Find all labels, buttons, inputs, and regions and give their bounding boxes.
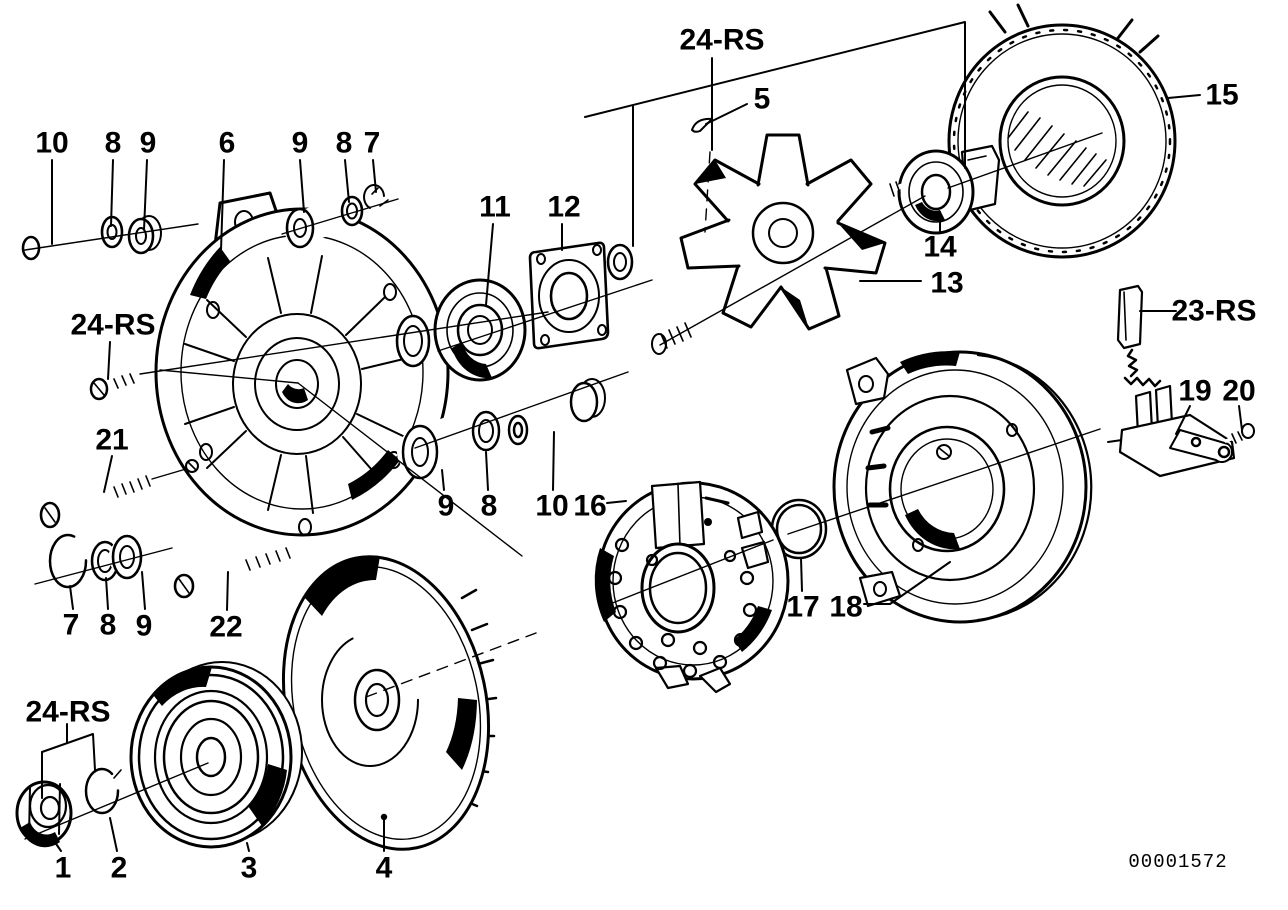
part-13-rotor xyxy=(651,133,905,355)
callout-6: 6 xyxy=(219,127,236,160)
callout-16-leader xyxy=(606,500,627,504)
leader-lines xyxy=(41,21,1243,852)
part-23rs-brush xyxy=(1116,284,1162,388)
callout-3: 3 xyxy=(241,852,258,885)
callout-5: 5 xyxy=(754,83,771,116)
part-14-bearing xyxy=(897,149,975,235)
callout-8-top-right-leader xyxy=(344,159,350,203)
part-6-front-housing xyxy=(154,191,450,537)
callout-19: 19 xyxy=(1178,375,1211,408)
part-10-sleeve-mid xyxy=(507,378,606,446)
part-9-bushing-bottom xyxy=(108,526,173,580)
callout-10-mid-leader xyxy=(552,431,555,491)
part-15-stator xyxy=(947,3,1177,259)
part-washer-ring-a xyxy=(395,314,431,368)
callout-9-bottom-leader xyxy=(141,571,146,610)
callout-4-dot xyxy=(380,813,388,821)
callout-19-leader xyxy=(1175,405,1191,435)
callout-9-top-right: 9 xyxy=(292,127,309,160)
part-16-end-shield xyxy=(594,480,790,694)
callout-9-top-left-leader xyxy=(143,159,148,231)
callout-24rs-bottom-leader xyxy=(41,733,96,771)
callout-10-mid: 10 xyxy=(535,490,568,523)
callout-20-leader xyxy=(1238,405,1243,431)
part-10-bolt xyxy=(21,228,106,261)
callout-9-top-left: 9 xyxy=(140,127,157,160)
callout-21: 21 xyxy=(95,424,128,457)
part-24rs-screw-mid xyxy=(89,373,141,401)
callout-8-top-left: 8 xyxy=(105,127,122,160)
document-number: 00001572 xyxy=(1128,851,1227,873)
callout-8-mid: 8 xyxy=(481,490,498,523)
callout-8-top-left-leader xyxy=(110,159,114,227)
callout-8-bottom-leader xyxy=(105,577,109,610)
part-12-retainer-plate xyxy=(528,241,610,350)
part-2-lockwasher xyxy=(84,767,122,815)
part-3-pulley xyxy=(129,661,303,849)
callout-6-leader xyxy=(220,159,225,251)
part-24rs-spacer xyxy=(605,238,655,281)
callout-24rs-top-leader xyxy=(584,21,966,169)
part-11-bearing xyxy=(433,278,527,382)
callout-7-top-leader xyxy=(372,159,377,193)
callout-2-leader xyxy=(109,817,118,852)
callout-18: 18 xyxy=(829,591,862,624)
callout-7-bottom-leader xyxy=(69,585,74,610)
callout-14: 14 xyxy=(923,231,957,264)
callout-2: 2 xyxy=(111,852,128,885)
callout-15-leader xyxy=(1167,94,1201,99)
callout-7-top: 7 xyxy=(364,127,381,160)
part-19-voltage-regulator xyxy=(1107,384,1236,478)
callout-9-mid-leader xyxy=(441,469,445,491)
part-20-screw xyxy=(1224,423,1255,444)
part-18-rear-housing xyxy=(832,350,1093,624)
part-1-nut xyxy=(15,780,73,848)
callout-13: 13 xyxy=(930,267,963,300)
part-5-clip xyxy=(691,117,713,133)
part-8-washer-mid xyxy=(471,410,501,452)
callout-4: 4 xyxy=(376,852,393,885)
callout-7-bottom: 7 xyxy=(63,609,80,642)
callout-8-bottom: 8 xyxy=(100,609,117,642)
callout-8-mid-leader xyxy=(485,451,489,491)
callout-22: 22 xyxy=(209,611,242,644)
axis-lines xyxy=(24,132,1103,840)
callout-23rs: 23-RS xyxy=(1171,295,1256,328)
callout-18-leader xyxy=(863,561,951,605)
callout-24rs-top: 24-RS xyxy=(679,24,764,57)
callout-17-leader xyxy=(800,557,803,592)
part-22-bolt xyxy=(173,547,299,599)
callout-17: 17 xyxy=(786,591,819,624)
callout-3-leader xyxy=(246,842,250,852)
callout-21-leader xyxy=(103,455,113,493)
callout-8-top-right: 8 xyxy=(336,127,353,160)
callout-9-bottom: 9 xyxy=(136,610,153,643)
callout-1: 1 xyxy=(55,852,72,885)
callout-16: 16 xyxy=(573,490,606,523)
callout-5-leader xyxy=(705,103,748,125)
part-7-snap-ring xyxy=(48,533,88,589)
callout-24rs-mid: 24-RS xyxy=(70,309,155,342)
callout-20: 20 xyxy=(1222,375,1255,408)
callout-22-leader xyxy=(226,571,229,611)
callout-10-top: 10 xyxy=(35,127,68,160)
callout-1-leader xyxy=(51,837,62,852)
callout-24rs-mid-leader xyxy=(107,341,111,380)
callout-12: 12 xyxy=(547,191,580,224)
part-21-bolt xyxy=(39,475,153,529)
part-8-washer-top-right xyxy=(340,195,364,227)
callout-11: 11 xyxy=(479,191,511,224)
callout-24rs-bottom: 24-RS xyxy=(25,696,110,729)
callout-9-mid: 9 xyxy=(438,490,455,523)
callout-11-leader xyxy=(485,223,494,306)
callout-9-top-right-leader xyxy=(299,159,305,213)
callout-15: 15 xyxy=(1205,79,1238,112)
